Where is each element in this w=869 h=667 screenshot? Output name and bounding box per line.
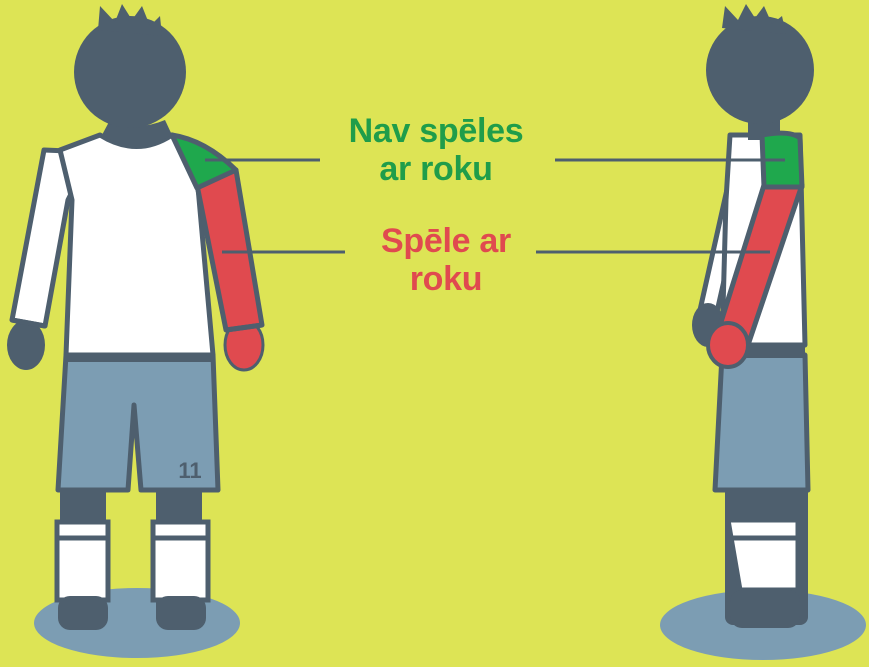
shorts-side — [715, 355, 808, 490]
label-no-handball-line1: Nav spēles — [336, 112, 536, 150]
label-handball: Spēle ar roku — [356, 222, 536, 298]
sock-left — [57, 522, 108, 600]
label-no-handball-line2: ar roku — [336, 150, 536, 188]
player-front-view: 11 — [7, 4, 263, 658]
shorts-number: 11 — [178, 458, 201, 483]
head-side — [706, 16, 814, 124]
sock-side — [728, 520, 798, 590]
label-no-handball: Nav spēles ar roku — [336, 112, 536, 188]
label-handball-line2: roku — [356, 260, 536, 298]
label-handball-line1: Spēle ar — [356, 222, 536, 260]
player-side-view — [660, 4, 866, 660]
sock-right — [153, 522, 208, 600]
